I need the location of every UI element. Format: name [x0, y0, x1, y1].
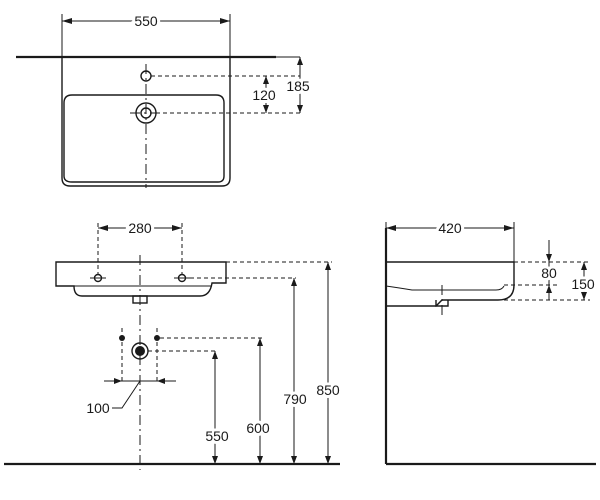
supply-valve-left-icon	[119, 335, 125, 341]
bracket-spacing-arrow-right	[172, 225, 182, 231]
tap-depth-label: 185	[286, 78, 310, 94]
rim-height-arrow-bottom	[325, 456, 331, 464]
tap-arrow-top	[297, 57, 303, 65]
supply-height-arrow-bottom	[257, 456, 263, 464]
depth-label: 420	[438, 220, 462, 236]
rim-height-arrow-top	[325, 262, 331, 270]
outlet-height-arrow-bottom	[212, 456, 218, 464]
rim-bracket-arrow-bottom	[546, 285, 552, 293]
outlet-width-arrow-left	[114, 378, 122, 384]
tap-arrow-bottom	[297, 105, 303, 113]
supply-valve-right-icon	[154, 335, 160, 341]
width-arrow-left	[62, 18, 72, 24]
front-view: 280 100 550 600 790	[4, 217, 343, 470]
bracket-height-arrow-top	[291, 278, 297, 286]
outlet-width-arrow-right	[157, 378, 165, 384]
basin-height-arrow-bottom	[581, 292, 587, 300]
outlet-width-leader	[112, 380, 141, 409]
bracket-spacing-arrow-left	[98, 225, 108, 231]
outlet-height-label: 550	[205, 428, 229, 444]
supply-height-arrow-top	[257, 338, 263, 346]
bracket-height-label: 790	[283, 391, 307, 407]
drain-depth-label: 120	[252, 87, 276, 103]
basin-height-arrow-top	[581, 262, 587, 270]
bracket-height-arrow-bottom	[291, 456, 297, 464]
basin-height-label: 150	[571, 276, 595, 292]
basin-bowl	[63, 94, 225, 183]
rim-bracket-label: 80	[541, 265, 557, 281]
outlet-width-label: 100	[86, 400, 110, 416]
top-view: 550 120 185	[16, 10, 313, 188]
bracket-spacing-label: 280	[128, 220, 152, 236]
side-basin-outline	[386, 261, 515, 307]
side-view: 420 80 150	[384, 217, 598, 466]
rim-bracket-arrow-top	[546, 254, 552, 262]
drain-arrow-top	[263, 76, 269, 84]
front-basin-outline	[55, 261, 227, 297]
waste-outlet-core-icon	[135, 346, 145, 356]
supply-height-label: 600	[246, 420, 270, 436]
outlet-height-arrow-top	[212, 351, 218, 359]
side-basin-inner	[385, 285, 505, 291]
depth-arrow-left	[386, 225, 396, 231]
depth-arrow-right	[504, 225, 514, 231]
width-arrow-right	[220, 18, 230, 24]
width-dimension-label: 550	[134, 13, 158, 29]
drain-arrow-bottom	[263, 105, 269, 113]
rim-height-label: 850	[316, 382, 340, 398]
